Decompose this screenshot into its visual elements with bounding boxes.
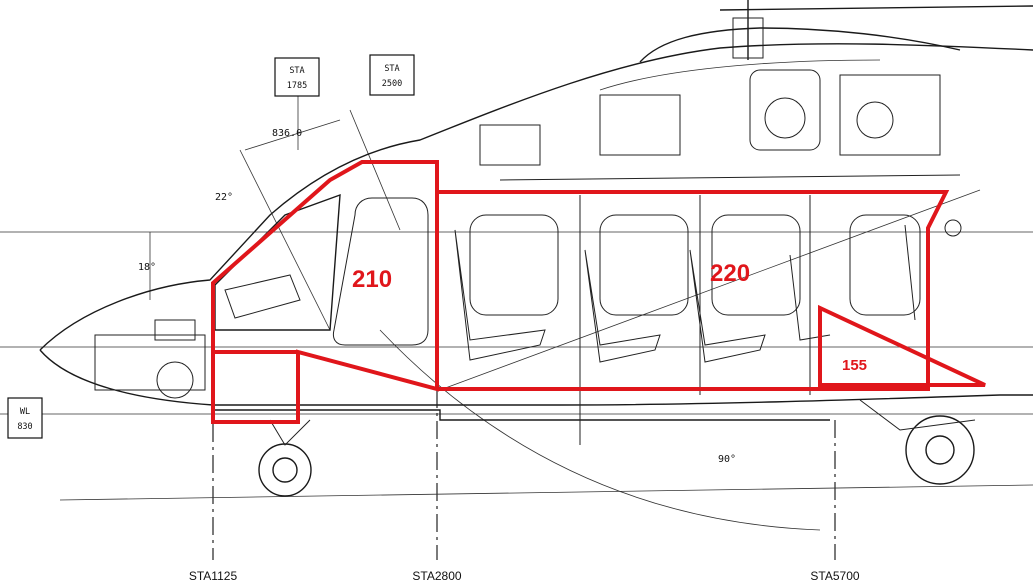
rivet-circle — [944, 219, 962, 237]
zone-label-210: 210 — [352, 266, 392, 293]
upper-deck — [479, 69, 962, 237]
floor-structure — [215, 409, 830, 421]
station-box-line1: STA — [384, 64, 399, 74]
station-box-line1: STA — [289, 66, 304, 76]
engine-cowl-line — [599, 59, 881, 91]
upper-equipment-1 — [479, 124, 541, 166]
rotor-blade — [719, 5, 1033, 11]
wl-box-line2: 830 — [17, 422, 32, 432]
fuselage-lower-outline — [39, 349, 1033, 406]
zone-label-220: 220 — [710, 260, 750, 287]
cockpit-glazing — [214, 193, 429, 346]
avionics-bay — [94, 334, 206, 391]
cockpit-door-window — [332, 197, 429, 346]
seat-1 — [454, 229, 546, 361]
nose-equipment — [94, 274, 301, 399]
main-gear-strut — [859, 399, 976, 431]
station-box-line2: 1785 — [287, 81, 307, 91]
station-box-line2: 2500 — [382, 79, 402, 89]
rotor-arc — [379, 329, 821, 531]
rotor-hub — [732, 17, 764, 59]
nose-wheel-hub — [272, 457, 298, 483]
station-box-frame — [369, 54, 415, 96]
cabin-roof-line — [499, 174, 961, 181]
zone-155-outline — [818, 304, 986, 387]
main-wheel-outer — [905, 415, 975, 485]
avionics-box — [154, 319, 196, 341]
station-label-2800: STA2800 — [412, 569, 461, 583]
dim-nose-angle: 18° — [138, 262, 156, 273]
cabin-windows — [469, 195, 921, 445]
cabin-window-3 — [711, 214, 801, 316]
nose-wheel-outer — [258, 443, 312, 497]
windshield-ref-line — [239, 149, 331, 331]
fuselage-upper-outline — [39, 43, 1033, 351]
dim-floor-angle: 90° — [718, 454, 736, 465]
dim-windshield-angle: 22° — [215, 192, 233, 203]
instrument-panel — [224, 274, 301, 319]
wl-box-frame — [7, 397, 43, 439]
engine-intake — [856, 101, 894, 139]
landing-gear — [258, 399, 976, 497]
sta2500-leader — [349, 109, 401, 231]
zone-outlines: 210 220 155 — [211, 160, 986, 424]
station-label-5700: STA5700 — [810, 569, 859, 583]
seat-2 — [584, 249, 661, 363]
main-gearbox — [749, 69, 821, 151]
station-box-frame — [274, 57, 320, 97]
reference-lines — [0, 95, 1033, 560]
rotor-assembly — [719, 0, 1033, 60]
zone-label-155: 155 — [842, 357, 867, 374]
station-labels: STA1125 STA2800 STA5700 — [189, 569, 860, 583]
avionics-fan — [156, 361, 194, 399]
zone-220-outline — [437, 190, 950, 391]
nose-gear-strut — [269, 419, 311, 446]
cabin-window-4 — [849, 214, 921, 316]
station-box-1785: STA 1785 — [274, 57, 320, 97]
ground-line — [59, 484, 1033, 501]
dim-length-label: 836.0 — [272, 128, 302, 139]
engine — [839, 74, 941, 156]
seat-5 — [904, 224, 916, 321]
gearbox-ring — [764, 97, 806, 139]
cabin-window-2 — [599, 214, 689, 316]
cabin-window-1 — [469, 214, 559, 316]
fuselage — [39, 27, 1033, 421]
dimension-annotations: 836.0 22° 18° 90° — [138, 128, 736, 465]
station-box-2500: STA 2500 — [369, 54, 415, 96]
upper-equipment-2 — [599, 94, 681, 156]
diagonal-ref-line — [439, 189, 981, 391]
dim-836-line — [244, 119, 341, 151]
cowling-top — [639, 27, 961, 63]
seat-3 — [689, 249, 766, 363]
wl-box-line1: WL — [20, 407, 30, 417]
wl-box: WL 830 — [7, 397, 43, 439]
cabin-seats — [454, 224, 916, 363]
main-wheel-hub — [925, 435, 955, 465]
station-label-1125: STA1125 — [189, 569, 238, 583]
